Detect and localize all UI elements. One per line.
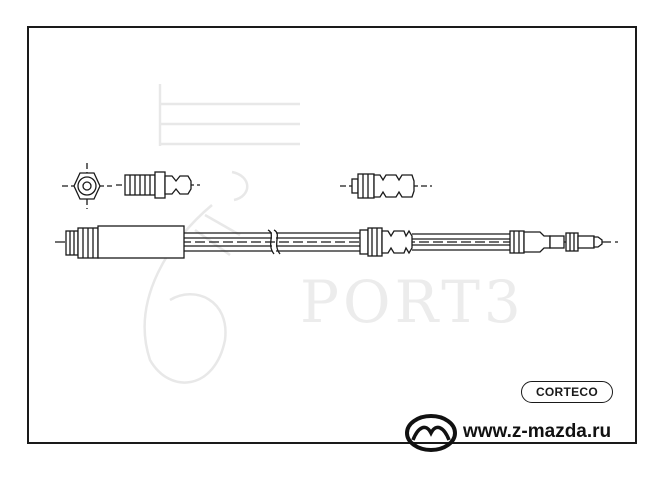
- watermark-graphic: [143, 84, 300, 384]
- fitting-detail-left: [116, 171, 200, 199]
- brake-hose-assembly: [55, 225, 618, 259]
- brand-label: CORTECO: [521, 381, 613, 403]
- end-view-fitting: [62, 163, 112, 209]
- fitting-detail-middle: [340, 173, 432, 199]
- drawing-frame: [27, 26, 637, 444]
- mazda-logo-icon: [405, 414, 457, 452]
- site-url[interactable]: www.z-mazda.ru: [463, 421, 612, 442]
- watermark-text: PORT3: [300, 268, 525, 336]
